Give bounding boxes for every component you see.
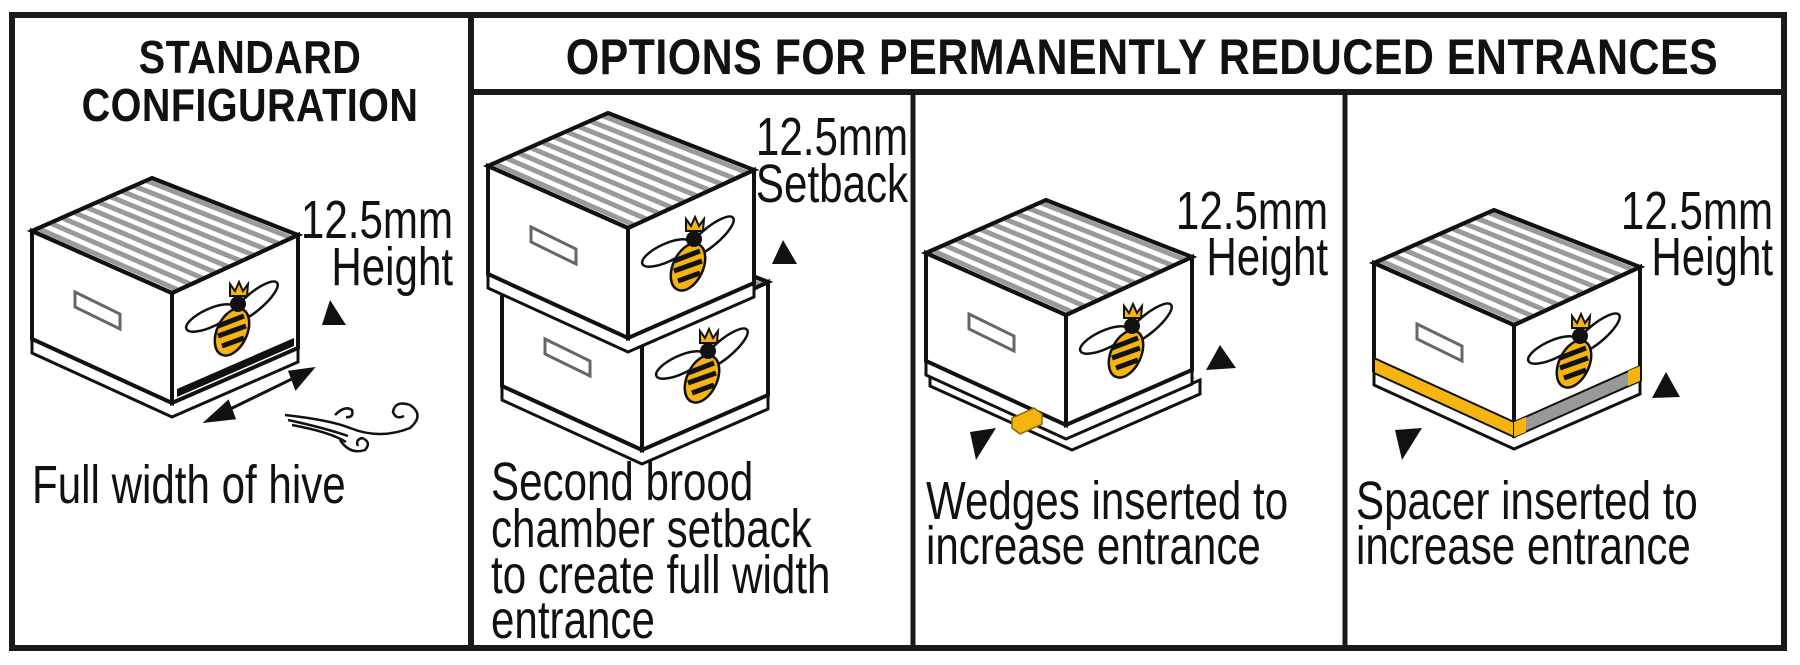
setback-measure-value: 12.5mm [755,107,908,167]
spacer-hive-illustration [1374,210,1640,449]
outer-border [9,12,1787,651]
wedges-caption-line: Wedges inserted to [926,471,1289,531]
pointer-triangle-icon [1395,428,1422,460]
standard-caption: Full width of hive [32,455,346,515]
wedges-measure-value: 12.5mm [1175,181,1328,241]
setback-caption-line: Second brood [491,452,754,512]
spacer-caption-line: increase entrance [1356,516,1691,576]
standard-title-line1: STANDARD [138,31,362,83]
spacer-measure-label: Height [1651,227,1773,287]
standard-title-line2: CONFIGURATION [81,79,419,131]
spacer-measure-value: 12.5mm [1620,181,1773,241]
setback-caption-line: entrance [491,590,655,650]
standard-measure-value: 12.5mm [300,190,453,250]
wedges-caption-line: increase entrance [926,516,1261,576]
options-header: OPTIONS FOR PERMANENTLY REDUCED ENTRANCE… [565,29,1719,85]
pointer-triangle-icon [772,240,797,264]
pointer-triangle-icon [1652,372,1680,398]
wedges-measure-label: Height [1206,227,1328,287]
standard-measure-label: Height [331,237,453,297]
setback-hive-illustration [488,113,768,464]
pointer-triangle-icon [322,300,346,325]
wedges-hive-illustration [926,200,1202,452]
setback-measure-label: Setback [755,154,908,214]
wind-swirl-icon [284,402,419,453]
double-arrow-icon [202,366,316,424]
setback-caption-line: to create full width [491,545,831,605]
setback-caption-line: chamber setback [491,499,812,559]
wedge [1011,407,1043,435]
pointer-triangle-icon [1206,345,1236,370]
standard-hive-illustration [32,178,298,417]
pointer-triangle-icon [970,428,996,460]
spacer-caption-line: Spacer inserted to [1356,471,1698,531]
